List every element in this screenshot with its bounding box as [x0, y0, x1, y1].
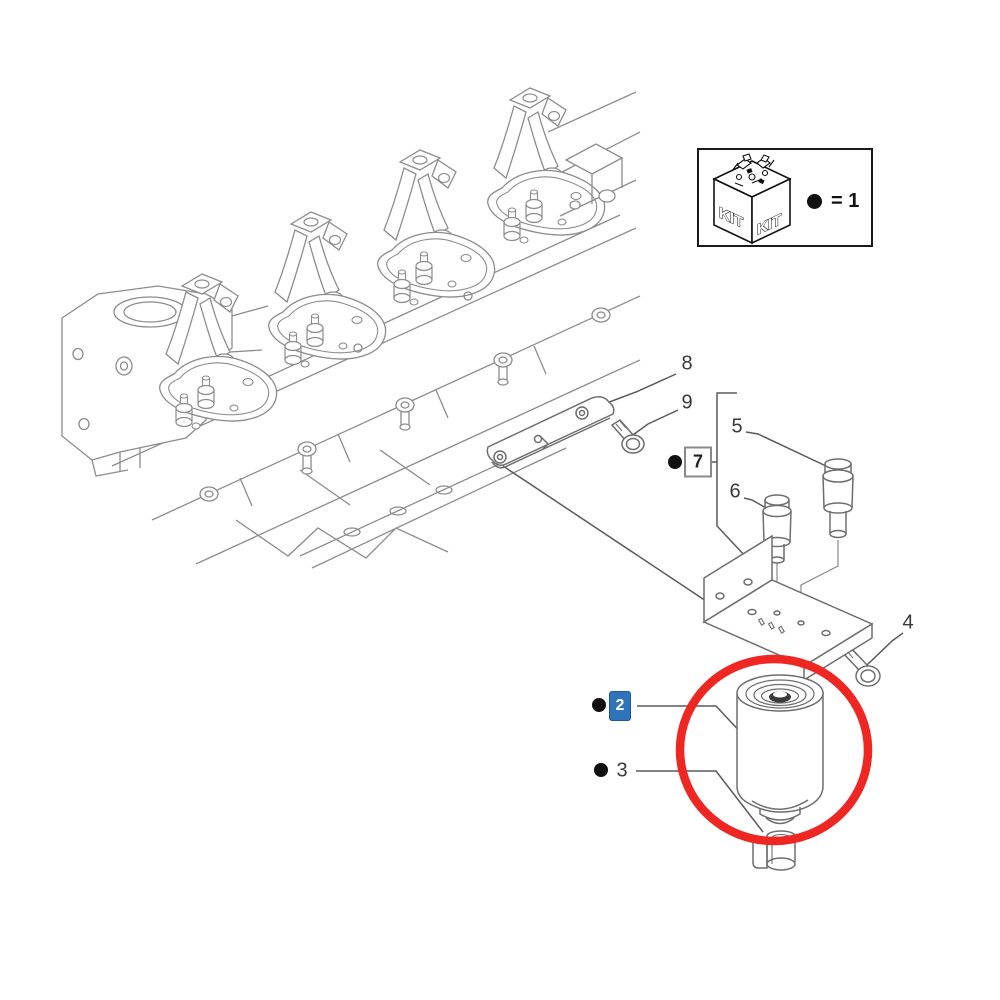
fitting-part5 [822, 458, 854, 539]
legend-quantity-note: = 1 [807, 190, 859, 213]
callout-3[interactable]: 3 [616, 759, 628, 782]
bolt-part9 [610, 419, 645, 454]
quantity-dot-icon [594, 763, 608, 777]
mounting-plate-part8 [486, 395, 615, 469]
fuel-filter-part2 [736, 674, 824, 825]
callout-4[interactable]: 4 [902, 611, 914, 634]
quantity-dot-icon [592, 698, 606, 712]
callout-5[interactable]: 5 [731, 415, 743, 438]
callout-7-boxed[interactable]: 7 [684, 446, 712, 478]
callout-2-selected[interactable]: 2 [609, 691, 631, 721]
callout-6[interactable]: 6 [729, 480, 741, 503]
quantity-dot-icon [807, 194, 822, 209]
callout-8[interactable]: 8 [681, 352, 693, 375]
leader-lines [502, 373, 904, 833]
callout-9[interactable]: 9 [681, 391, 693, 414]
legend-equals-text: = 1 [831, 190, 860, 212]
cylinder-head-drawing [61, 87, 641, 569]
kit-legend-box: KIT KIT = 1 [697, 148, 873, 247]
highlight-circle [675, 654, 873, 846]
quantity-dot-icon [668, 455, 682, 469]
kit-cube-icon: KIT KIT [712, 153, 792, 245]
angle-bracket-part7 [702, 534, 874, 682]
